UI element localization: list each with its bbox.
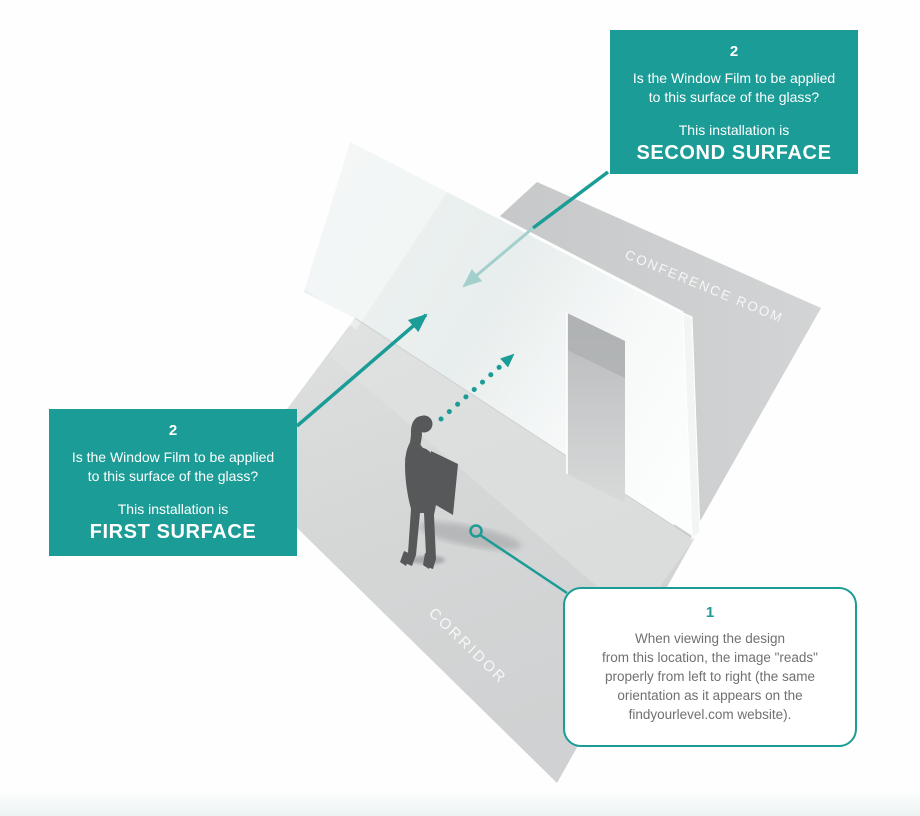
callout-second-title: SECOND SURFACE [636,142,832,164]
doorway-header-shadow [567,313,625,378]
second-surface-arrow-solid [531,170,610,230]
callout-viewing-location: 1 When viewing the design from this loca… [563,587,857,747]
callout-first-question-line1: Is the Window Film to be applied [71,449,275,465]
callout-first-title: FIRST SURFACE [89,521,257,543]
callout-first-lead: This installation is [117,501,229,517]
callout-first-surface: 2 Is the Window Film to be applied to th… [49,409,297,556]
callout-viewing-line1: When viewing the design [634,631,786,646]
corridor-floor-light-wedge [330,318,694,620]
person-body [403,437,439,569]
callout-second-question-line2: to this surface of the glass? [648,89,820,105]
person-heel-right [423,553,433,569]
callout-second-surface: 2 Is the Window Film to be applied to th… [610,30,858,174]
callout-viewing-line5: findyourlevel.com website). [628,707,792,722]
callout-viewing-line3: properly from left to right (the same [604,669,816,684]
wall-floor-junction [354,317,695,540]
person-heel-left [400,551,411,566]
wall-left-edge [302,139,351,293]
location-marker-icon [469,524,483,538]
viewing-direction-arrow [438,352,516,422]
bottom-gradient-bar [0,791,920,816]
wall-right-edge [682,312,701,541]
second-surface-arrow-faded [462,226,534,288]
glass-highlight [305,140,448,330]
callout-second-number: 2 [729,43,739,60]
callout-first-number: 2 [168,422,178,439]
callout-viewing-number: 1 [705,604,715,621]
callout-viewing-line4: orientation as it appears on the [617,688,803,703]
first-surface-arrow [295,313,428,428]
callout-viewing-line2: from this location, the image "reads" [602,650,818,665]
person-silhouette [400,415,458,569]
callout-first-question-line2: to this surface of the glass? [87,468,259,484]
callout-second-question-line1: Is the Window Film to be applied [632,70,836,86]
wall-top-edge [349,138,684,315]
callout-second-lead: This installation is [678,122,790,138]
person-shadow [418,522,522,550]
person-portfolio [429,451,458,515]
location-connector-line [479,533,568,595]
